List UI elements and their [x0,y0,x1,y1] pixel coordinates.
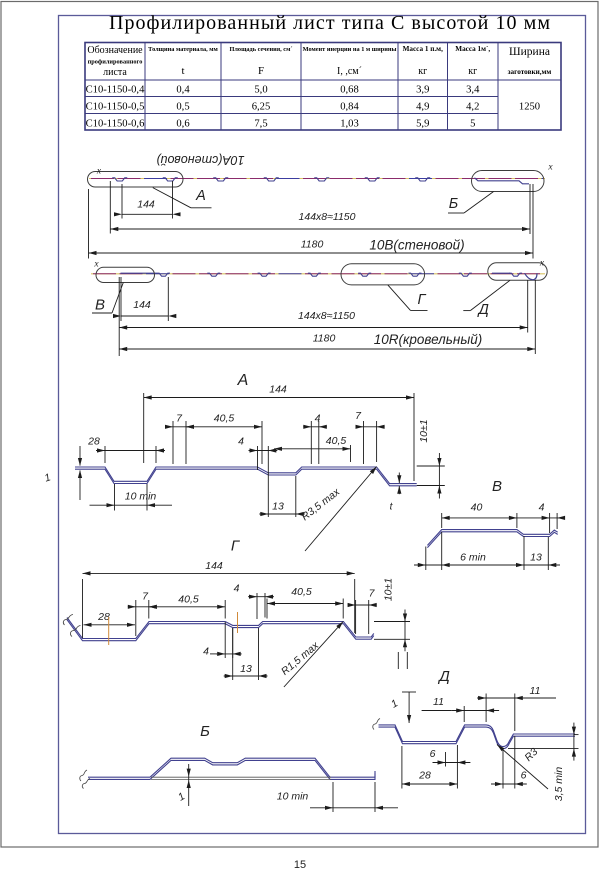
svg-text:4: 4 [315,413,321,425]
svg-text:10А(стеновой): 10А(стеновой) [156,153,244,167]
svg-text:t: t [181,65,184,77]
svg-text:Ширина: Ширина [509,46,550,58]
svg-text:С10-1150-0,5: С10-1150-0,5 [86,102,145,113]
svg-text:Масса 1м´,: Масса 1м´, [455,44,490,53]
svg-text:Масса 1 п.м,: Масса 1 п.м, [403,45,443,53]
svg-text:Профилированный лист типа С вы: Профилированный лист типа С высотой 10 м… [109,12,551,34]
svg-text:6,25: 6,25 [252,102,271,113]
svg-text:10 min: 10 min [277,791,309,803]
svg-text:13: 13 [530,552,542,564]
svg-text:С10-1150-0,6: С10-1150-0,6 [86,119,145,130]
svg-text:В: В [492,478,502,495]
svg-text:А: А [195,188,206,204]
svg-text:15: 15 [294,859,306,871]
svg-text:х: х [93,260,99,270]
svg-text:А: А [237,372,249,389]
svg-text:7: 7 [176,413,183,425]
svg-text:t: t [390,502,394,513]
svg-text:0,6: 0,6 [176,119,189,130]
svg-text:10В(стеновой): 10В(стеновой) [369,238,464,253]
svg-text:11: 11 [433,696,444,708]
svg-text:40,5: 40,5 [326,435,347,447]
svg-text:1: 1 [176,790,187,803]
svg-text:1,03: 1,03 [340,119,359,130]
svg-text:5: 5 [470,119,475,130]
svg-text:13: 13 [240,663,252,675]
svg-text:3,5 min: 3,5 min [553,767,565,802]
svg-text:144x8≈1150: 144x8≈1150 [299,211,356,223]
svg-text:0,84: 0,84 [340,102,359,113]
svg-text:F: F [258,65,264,77]
svg-text:10 min: 10 min [125,491,157,503]
svg-text:0,4: 0,4 [176,85,190,96]
svg-text:144: 144 [205,560,223,572]
svg-text:6 min: 6 min [460,552,486,564]
svg-text:7: 7 [142,591,149,603]
svg-text:4,2: 4,2 [466,102,479,113]
svg-text:0,5: 0,5 [176,102,189,113]
svg-text:4: 4 [238,436,244,448]
svg-text:кг: кг [418,66,427,77]
svg-text:144: 144 [133,299,151,311]
svg-text:10±1: 10±1 [418,419,430,442]
svg-text:144: 144 [137,199,155,211]
svg-text:х: х [96,167,102,177]
svg-text:Г: Г [418,292,427,308]
svg-text:заготовки,мм: заготовки,мм [508,68,552,76]
svg-text:40,5: 40,5 [291,586,312,598]
svg-text:1: 1 [389,697,400,710]
svg-text:Д: Д [437,668,450,685]
svg-text:28: 28 [97,611,110,623]
svg-text:3,9: 3,9 [416,85,429,96]
svg-text:13: 13 [272,501,284,513]
svg-text:6: 6 [521,770,527,782]
svg-text:7: 7 [369,588,376,600]
svg-text:11: 11 [530,685,541,697]
svg-text:144: 144 [269,384,287,396]
svg-text:5,0: 5,0 [254,85,267,96]
svg-text:5,9: 5,9 [416,119,429,130]
svg-text:7: 7 [355,410,362,422]
svg-text:х: х [547,163,553,173]
svg-text:Момент инерции на 1 м ширины: Момент инерции на 1 м ширины [303,46,397,53]
svg-text:40: 40 [471,502,483,514]
svg-text:10R(кровельный): 10R(кровельный) [374,332,483,347]
svg-text:Площадь сечения, см´: Площадь сечения, см´ [230,46,293,53]
svg-text:28: 28 [87,436,100,448]
svg-text:Г: Г [231,538,241,555]
svg-text:1250: 1250 [519,102,540,113]
svg-text:40,5: 40,5 [178,594,199,606]
svg-text:кг: кг [468,66,477,77]
svg-text:1180: 1180 [313,333,336,345]
svg-text:1: 1 [43,471,52,484]
svg-text:1180: 1180 [301,239,324,251]
svg-text:Б: Б [200,723,210,740]
svg-text:I, ,см´: I, ,см´ [337,66,362,77]
svg-text:В: В [95,297,105,314]
svg-text:х: х [539,259,545,269]
svg-text:Толщина материала, мм: Толщина материала, мм [148,46,218,53]
svg-text:Д: Д [477,302,489,318]
svg-text:С10-1150-0,4: С10-1150-0,4 [86,85,145,96]
svg-text:4: 4 [234,583,240,595]
svg-text:0,68: 0,68 [340,85,359,96]
svg-text:Обозначение: Обозначение [87,45,143,56]
svg-text:7,5: 7,5 [254,119,267,130]
svg-text:3,4: 3,4 [466,85,480,96]
svg-text:профилированного: профилированного [88,59,143,66]
svg-text:4: 4 [203,646,209,658]
svg-text:Б: Б [449,196,458,212]
svg-text:144x8≈1150: 144x8≈1150 [298,310,355,322]
svg-text:28: 28 [418,770,431,782]
svg-text:листа: листа [103,67,127,78]
svg-text:4,9: 4,9 [416,102,429,113]
svg-text:10±1: 10±1 [383,578,395,601]
svg-text:40,5: 40,5 [214,413,235,425]
svg-text:4: 4 [539,502,545,514]
svg-text:6: 6 [430,748,436,760]
